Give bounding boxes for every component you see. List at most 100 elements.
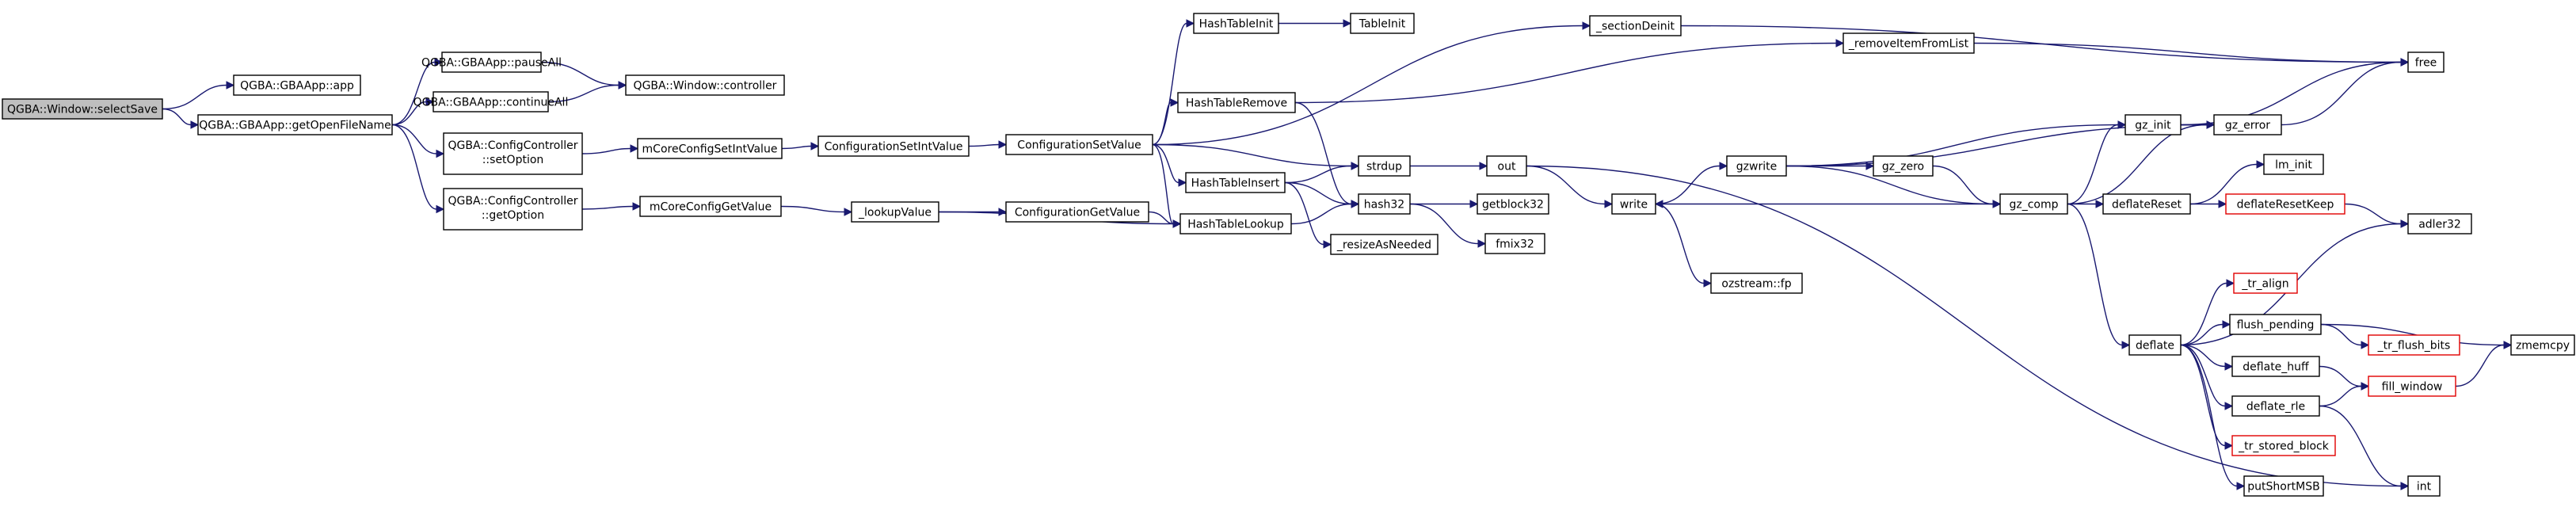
edge-configuration-set-value-to-hash-table-lookup [1152,143,1182,228]
node-label: QGBA::Window::selectSave [7,104,158,116]
node-lookup-value[interactable]: _lookupValue [851,201,939,223]
node-label: deflateResetKeep [2237,199,2334,212]
node-app[interactable]: QGBA::GBAApp::app [233,74,361,96]
edge-gz-comp-to-deflate-reset [2067,200,2105,208]
node-configuration-get-value[interactable]: ConfigurationGetValue [1005,201,1149,223]
call-edges [162,19,2513,490]
edge-gzwrite-to-gz-init [1785,120,2127,167]
edge-continue-all-to-controller [547,81,627,103]
edge-deflate-reset-to-lm-init [2189,160,2265,205]
node-deflate-rle[interactable]: deflate_rle [2231,395,2320,417]
node-tr-align[interactable]: _tr_align [2233,273,2298,294]
node-adler32[interactable]: adler32 [2407,213,2472,234]
node-label: QGBA::GBAApp::pauseAll [421,57,562,70]
node-m-core-config-get-value[interactable]: mCoreConfigGetValue [639,196,782,217]
node-free[interactable]: free [2407,51,2445,73]
node-controller[interactable]: QGBA::Window::controller [625,74,785,96]
edge-configuration-set-value-to-section-deinit [1152,21,1591,146]
node-label: int [2417,481,2432,494]
node-gz-init[interactable]: gz_init [2124,114,2182,135]
node-label: free [2415,57,2437,70]
node-label: lm_init [2275,159,2312,172]
node-getblock32[interactable]: getblock32 [1477,193,1549,215]
edge-get-option-to-m-core-config-get-value [581,202,642,211]
node-label: putShortMSB [2247,481,2319,494]
node-gzwrite[interactable]: gzwrite [1726,155,1787,177]
node-get-option[interactable]: QGBA::ConfigController::getOption [443,188,583,231]
node-int[interactable]: int [2407,475,2441,497]
node-label: strdup [1366,161,1402,173]
edge-hash-table-insert-to-strdup [1284,162,1360,184]
node-deflate[interactable]: deflate [2128,334,2182,356]
node-label: zmemcpy [2516,340,2570,353]
edge-m-core-config-set-int-value-to-configuration-set-int-value [781,142,820,151]
node-tr-stored-block[interactable]: _tr_stored_block [2231,435,2336,456]
node-label: getblock32 [1482,199,1544,212]
node-label: _tr_stored_block [2238,440,2330,453]
edge-deflate-to-tr-align [2180,279,2235,346]
node-zmemcpy[interactable]: zmemcpy [2510,334,2575,356]
node-set-option[interactable]: QGBA::ConfigController::setOption [443,132,583,175]
edge-gz-zero-to-gz-comp [1932,165,2002,208]
node-strdup[interactable]: strdup [1358,155,1411,177]
node-label: HashTableRemove [1186,97,1287,110]
node-fmix32[interactable]: fmix32 [1484,233,1545,254]
node-gz-error[interactable]: gz_error [2213,114,2282,135]
edge-configuration-set-value-to-hash-table-remove [1152,98,1179,146]
edge-deflate-to-deflate-rle [2180,344,2234,410]
node-label: QGBA::Window::controller [634,80,777,93]
edge-write-to-ozstream-fp [1655,203,1713,288]
node-hash-table-remove[interactable]: HashTableRemove [1177,92,1296,113]
node-label: fmix32 [1496,238,1534,251]
node-write[interactable]: write [1611,193,1656,215]
node-hash-table-insert[interactable]: HashTableInsert [1185,172,1286,193]
node-out[interactable]: out [1486,155,1527,177]
edge-gz-comp-to-write [1654,200,2000,208]
node-label: ConfigurationGetValue [1015,207,1140,219]
node-label: deflateReset [2112,199,2182,212]
node-pause-all[interactable]: QGBA::GBAApp::pauseAll [421,51,562,73]
node-deflate-reset-keep[interactable]: deflateResetKeep [2225,193,2345,215]
edge-get-open-file-name-to-get-option [391,124,445,214]
node-configuration-set-int-value[interactable]: ConfigurationSetIntValue [817,135,970,157]
edge-deflate-rle-to-int [2319,405,2410,490]
node-table-init[interactable]: TableInit [1350,13,1415,34]
edge-hash-table-remove-to-remove-item-from-list [1294,39,1845,104]
edge-gz-comp-to-deflate [2067,203,2131,349]
edge-deflate-rle-to-fill-window [2319,382,2370,407]
node-remove-item-from-list[interactable]: _removeItemFromList [1842,32,1975,54]
node-ozstream-fp[interactable]: ozstream::fp [1710,273,1803,294]
node-deflate-huff[interactable]: deflate_huff [2231,356,2320,377]
node-get-open-file-name[interactable]: QGBA::GBAApp::getOpenFileName [197,114,393,135]
node-label: mCoreConfigGetValue [650,201,772,214]
node-fill-window[interactable]: fill_window [2368,376,2456,397]
edge-configuration-set-value-to-hash-table-insert [1152,143,1187,187]
edge-deflate-to-deflate-huff [2180,344,2234,371]
node-hash32[interactable]: hash32 [1358,193,1411,215]
node-put-short-msb[interactable]: putShortMSB [2243,475,2324,497]
node-resize-as-needed[interactable]: _resizeAsNeeded [1330,234,1439,255]
node-gz-comp[interactable]: gz_comp [1999,193,2068,215]
node-flush-pending[interactable]: flush_pending [2229,314,2322,335]
node-label: hash32 [1364,199,1404,212]
edge-gz-error-to-free [2281,58,2410,126]
node-select-save[interactable]: QGBA::Window::selectSave [2,98,163,120]
node-m-core-config-set-int-value[interactable]: mCoreConfigSetIntValue [637,138,783,159]
edge-hash-table-insert-to-resize-as-needed [1284,181,1332,249]
node-tr-flush-bits[interactable]: _tr_flush_bits [2368,334,2460,356]
node-label: ConfigurationSetIntValue [825,141,963,154]
node-lm-init[interactable]: lm_init [2263,154,2324,175]
node-hash-table-lookup[interactable]: HashTableLookup [1179,213,1292,234]
node-section-deinit[interactable]: _sectionDeinit [1589,15,1682,36]
node-configuration-set-value[interactable]: ConfigurationSetValue [1005,134,1153,155]
node-deflate-reset[interactable]: deflateReset [2102,193,2191,215]
edge-deflate-to-tr-stored-block [2180,344,2234,450]
node-label: HashTableInsert [1191,177,1280,190]
node-gz-zero[interactable]: gz_zero [1873,155,1934,177]
node-label: _tr_flush_bits [2377,340,2451,353]
edge-select-save-to-get-open-file-name [162,108,200,129]
edge-deflate-to-put-short-msb [2180,344,2246,490]
node-hash-table-init[interactable]: HashTableInit [1193,13,1279,34]
edge-get-open-file-name-to-pause-all [391,58,444,126]
node-continue-all[interactable]: QGBA::GBAApp::continueAll [413,91,569,112]
